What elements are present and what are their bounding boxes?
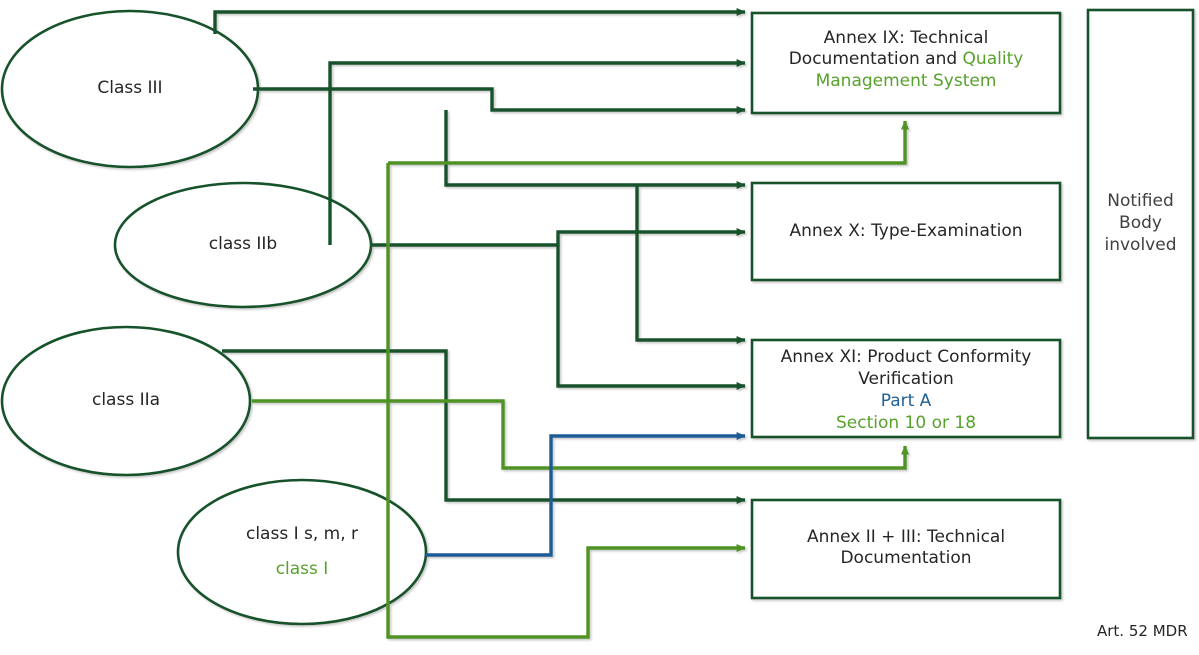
edge-class-iii-right-to-annex-ix [253, 87, 746, 114]
ellipse-class-iia[interactable] [0, 325, 252, 477]
edge-class-iia-green-to-annex-xi [252, 399, 909, 470]
edge-class-i-smr-to-annex-xi-part-a [426, 432, 746, 557]
edge-class-iib-to-annex-ix [328, 59, 746, 245]
edge-class-iii-to-annex-x [444, 110, 746, 189]
footnote-text: Art. 52 MDR [1097, 622, 1188, 640]
box-notified-body[interactable] [1086, 8, 1195, 440]
footnote-art-52-mdr: Art. 52 MDR [1097, 622, 1188, 640]
edge-class-iii-to-annex-xi [635, 185, 746, 344]
ellipse-class-iii[interactable] [0, 9, 260, 169]
box-annex-ii-iii[interactable] [750, 498, 1062, 600]
box-annex-x[interactable] [750, 181, 1062, 282]
edge-class-i-green-to-annex-ix [388, 120, 909, 165]
edge-class-iib-to-annex-x [371, 228, 746, 247]
edge-class-iib-to-annex-xi [556, 245, 746, 390]
box-annex-xi[interactable] [750, 338, 1062, 439]
box-annex-ix[interactable] [750, 11, 1062, 115]
edge-class-iia-to-annex-ii-iii [222, 349, 746, 504]
edge-class-i-green-to-annex-ii-iii [386, 163, 746, 639]
ellipse-class-iib[interactable] [113, 181, 373, 309]
edge-class-iii-to-annex-ix [213, 8, 746, 34]
ellipse-class-i-smr[interactable] [176, 478, 428, 626]
